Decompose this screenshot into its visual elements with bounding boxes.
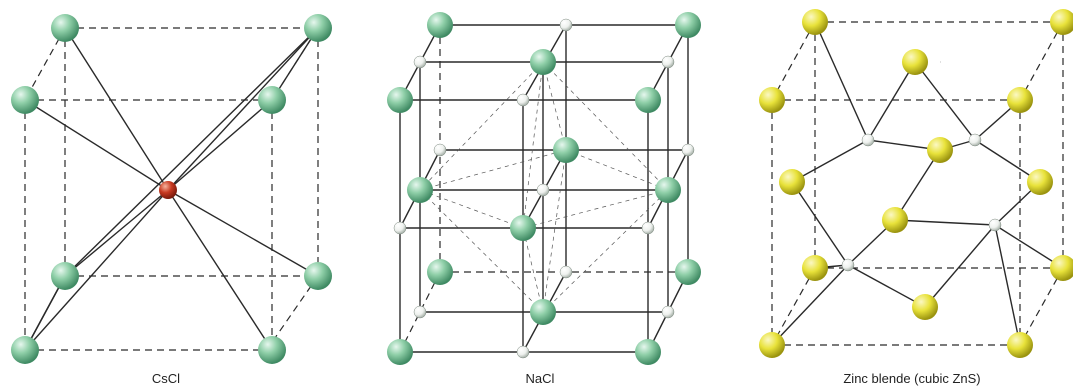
s-atom (802, 255, 828, 281)
s-atom (902, 49, 928, 75)
cs-atom (11, 336, 39, 364)
s-atom (912, 294, 938, 320)
s-atom (927, 137, 953, 163)
cl-atom (427, 12, 453, 38)
na-atom (516, 345, 530, 359)
na-atom (433, 143, 447, 157)
cl-atom (635, 339, 661, 365)
na-atom (393, 221, 407, 235)
s-atom (759, 332, 785, 358)
s-atom (1007, 87, 1033, 113)
cl-atom (675, 12, 701, 38)
zn-atom (968, 133, 982, 147)
cl-atom (387, 339, 413, 365)
caption-nacl: NaCl (526, 371, 555, 386)
cl-atom (675, 259, 701, 285)
na-atom (559, 18, 573, 32)
zincblende-structure: Zinc blende (cubic ZnS) (759, 9, 1073, 386)
s-atom (882, 207, 908, 233)
s-atom (802, 9, 828, 35)
s-atom (779, 169, 805, 195)
cs-atom (258, 86, 286, 114)
na-atom (661, 55, 675, 69)
nacl-structure: NaCl (387, 12, 701, 386)
cs-atom (51, 14, 79, 42)
cscl-atoms (11, 14, 332, 364)
na-atom (559, 265, 573, 279)
zn-atom (988, 218, 1002, 232)
na-atom (661, 305, 675, 319)
cl-atom (407, 177, 433, 203)
caption-zincblende: Zinc blende (cubic ZnS) (843, 371, 980, 386)
nacl-atoms (387, 12, 701, 365)
cl-atom (510, 215, 536, 241)
na-atom (536, 183, 550, 197)
na-atom (681, 143, 695, 157)
cs-atom (51, 262, 79, 290)
s-atom (759, 87, 785, 113)
cs-atom (11, 86, 39, 114)
na-atom (641, 221, 655, 235)
na-atom (413, 305, 427, 319)
cscl-structure: CsCl (11, 14, 332, 386)
cl-atom (655, 177, 681, 203)
zincblende-atoms (759, 9, 1073, 358)
caption-cscl: CsCl (152, 371, 180, 386)
s-atom (1027, 169, 1053, 195)
na-atom (516, 93, 530, 107)
cs-atom (258, 336, 286, 364)
cs-atom (304, 262, 332, 290)
s-atom (1050, 9, 1073, 35)
s-atom (1050, 255, 1073, 281)
zn-atom (861, 133, 875, 147)
cl-atom (553, 137, 579, 163)
zn-atom (841, 258, 855, 272)
cl-atom (427, 259, 453, 285)
cl-atom (387, 87, 413, 113)
cl-atom (530, 299, 556, 325)
cl-atom (635, 87, 661, 113)
cs-atom (304, 14, 332, 42)
s-atom (1007, 332, 1033, 358)
cl-atom (159, 181, 177, 199)
cl-atom (530, 49, 556, 75)
na-atom (413, 55, 427, 69)
